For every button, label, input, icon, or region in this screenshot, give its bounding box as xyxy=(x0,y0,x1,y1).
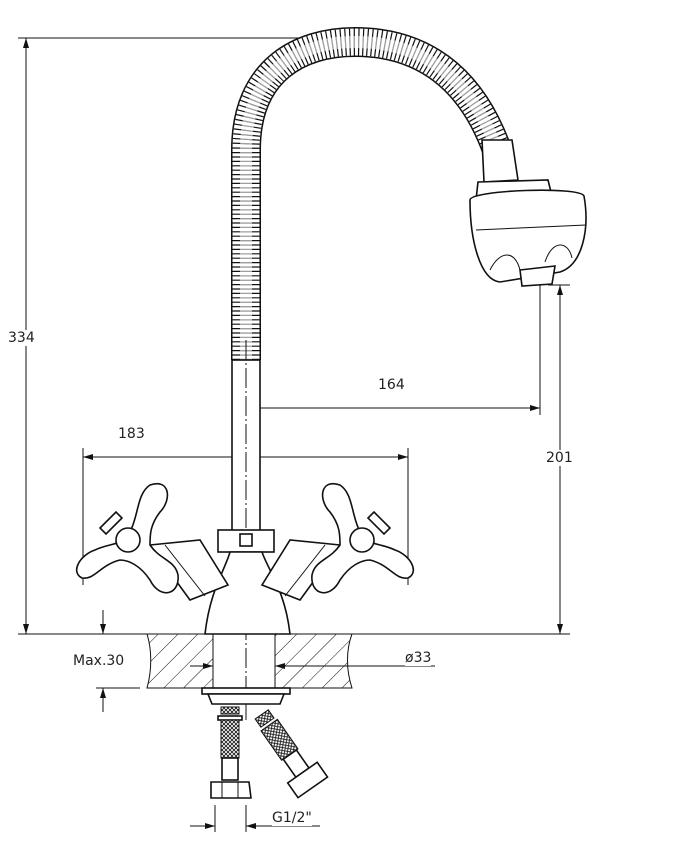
flexible-spout xyxy=(231,26,512,360)
label-spout-height: 201 xyxy=(546,450,573,466)
label-spout-reach: 164 xyxy=(378,377,405,393)
label-total-height: 334 xyxy=(8,330,35,346)
label-max-thickness: Max.30 xyxy=(73,653,125,669)
label-hole-diameter: ø33 xyxy=(405,650,432,666)
label-handle-span: 183 xyxy=(118,426,145,442)
left-handle xyxy=(76,482,230,601)
dimension-thread xyxy=(190,805,320,832)
faucet-body xyxy=(204,340,291,720)
dimension-spout-reach xyxy=(246,285,541,415)
supply-hose-angled xyxy=(254,709,329,799)
spray-head xyxy=(469,139,587,287)
dimension-max-thickness xyxy=(96,610,140,712)
supply-hose-straight xyxy=(210,706,252,799)
right-handle xyxy=(260,482,414,601)
label-thread: G1/2" xyxy=(272,810,312,826)
countertop-section xyxy=(146,633,353,705)
